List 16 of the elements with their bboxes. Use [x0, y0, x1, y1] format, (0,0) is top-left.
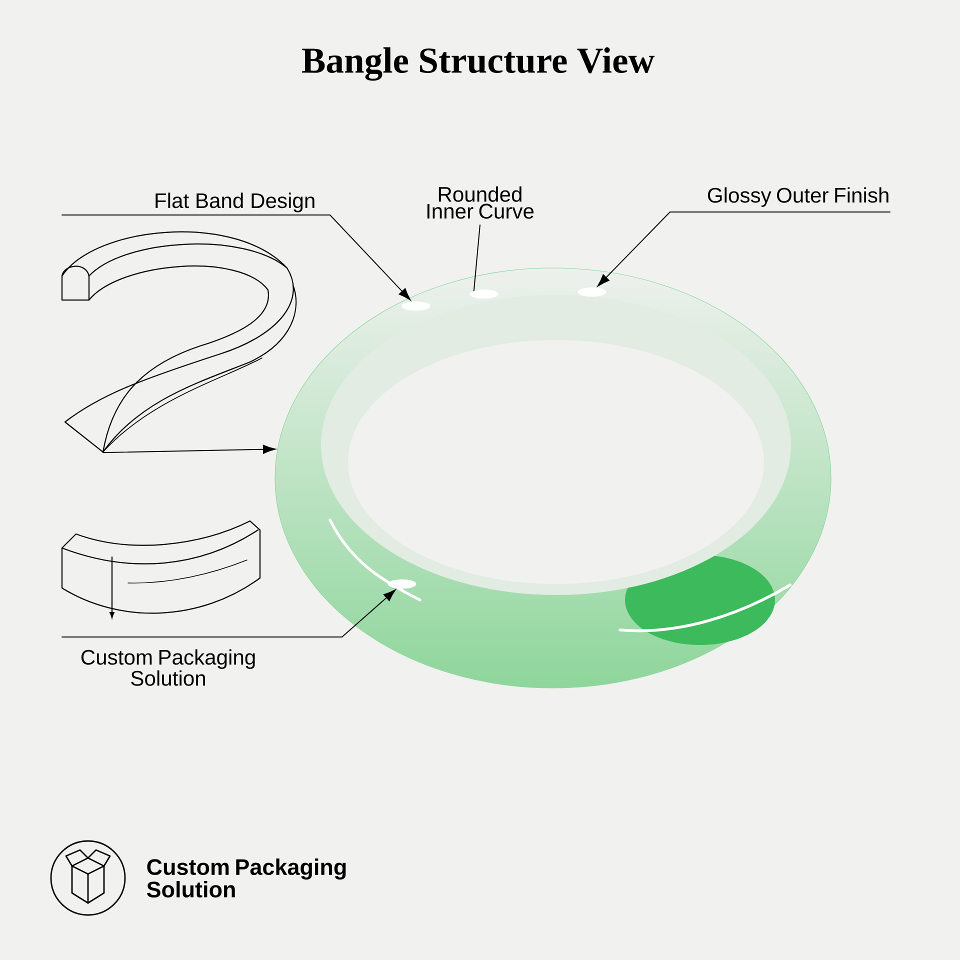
callout-label: Flat Band Design: [156, 192, 314, 212]
callout-label: Rounded Inner Curve: [427, 186, 534, 219]
glossy-highlight: [470, 289, 498, 299]
leader-line: [102, 444, 276, 454]
band-drawing: [61, 231, 297, 453]
glossy-highlight: [388, 579, 416, 589]
glossy-highlight: [402, 301, 430, 311]
leader-line: [597, 212, 890, 286]
caption-text: Custom Packaging Solution: [146, 858, 346, 898]
callout-label: Glossy Outer Finish: [708, 187, 888, 207]
leader-line: [62, 589, 396, 638]
glossy-highlight: [578, 287, 606, 297]
leader-line: [473, 224, 480, 292]
title: Bangle Structure View: [302, 47, 654, 81]
callout-label: Custom Packaging Solution: [81, 649, 255, 686]
leader-line: [62, 214, 411, 300]
